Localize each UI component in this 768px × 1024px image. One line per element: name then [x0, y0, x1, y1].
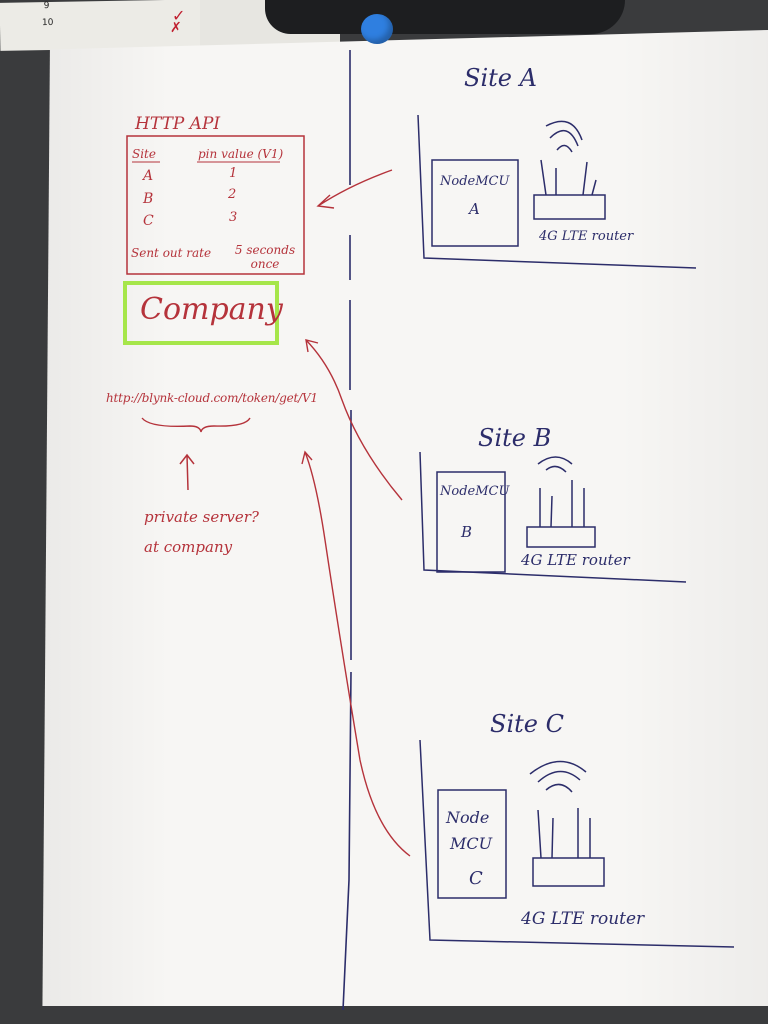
- site-c-nodemcu-label-1: Node: [446, 808, 490, 827]
- site-b-nodemcu-box: [436, 471, 506, 573]
- company-label: Company: [140, 292, 283, 327]
- site-c-frame: [419, 739, 735, 948]
- private-server-line2: at company: [144, 538, 233, 556]
- api-rate-label: Sent out rate: [131, 246, 212, 260]
- arrow-site-a-to-api: [316, 169, 393, 209]
- site-a-device-id: A: [469, 200, 480, 218]
- api-row-site: B: [143, 191, 154, 207]
- api-row-pin: 3: [229, 210, 238, 225]
- site-a-frame: [417, 114, 697, 269]
- site-a-router-label: 4G LTE router: [539, 229, 634, 244]
- up-arrow-icon: [179, 453, 195, 491]
- http-api-box: [126, 135, 305, 275]
- site-a-title: Site A: [464, 64, 537, 92]
- site-c-title: Site C: [490, 710, 564, 738]
- computer-mouse: [265, 0, 625, 34]
- api-row-pin: 2: [228, 187, 237, 202]
- site-b-title: Site B: [478, 424, 552, 452]
- check-mark: ✓: [172, 6, 186, 25]
- site-b-router-label: 4G LTE router: [521, 551, 630, 569]
- cross-mark: ✗: [170, 20, 182, 36]
- site-c-device-id: C: [469, 868, 483, 889]
- site-b-router-icon: [526, 456, 596, 548]
- site-c-router-icon: [529, 760, 605, 887]
- api-row-pin: 1: [229, 166, 238, 181]
- site-c-nodemcu-label-2: MCU: [450, 834, 493, 853]
- site-b-frame: [419, 451, 687, 583]
- url-brace: [141, 417, 251, 433]
- site-b-nodemcu-label: NodeMCU: [440, 484, 510, 499]
- site-a-router-icon: [533, 120, 606, 220]
- company-highlight-box: [123, 281, 279, 345]
- push-pin-icon: [361, 14, 393, 44]
- api-col-pin: pin value (V1): [198, 147, 284, 161]
- api-title: HTTP API: [135, 114, 221, 134]
- site-b-device-id: B: [461, 523, 473, 541]
- arrow-url-site-c: [301, 450, 411, 857]
- arrow-company-site-b: [305, 339, 403, 501]
- api-rate-value: 5 seconds once: [234, 243, 296, 271]
- site-a-nodemcu-box: [431, 159, 519, 247]
- blynk-url: http://blynk-cloud.com/token/get/V1: [106, 391, 318, 405]
- api-col-site: Site: [132, 147, 156, 161]
- site-c-nodemcu-box: [437, 789, 507, 899]
- api-row-site: A: [143, 168, 154, 184]
- private-server-line1: private server?: [144, 508, 259, 526]
- site-a-nodemcu-label: NodeMCU: [440, 174, 510, 189]
- api-row-site: C: [143, 213, 154, 229]
- divider-line: [342, 50, 352, 1011]
- site-c-router-label: 4G LTE router: [521, 909, 645, 929]
- paper-sheet: [42, 30, 768, 1006]
